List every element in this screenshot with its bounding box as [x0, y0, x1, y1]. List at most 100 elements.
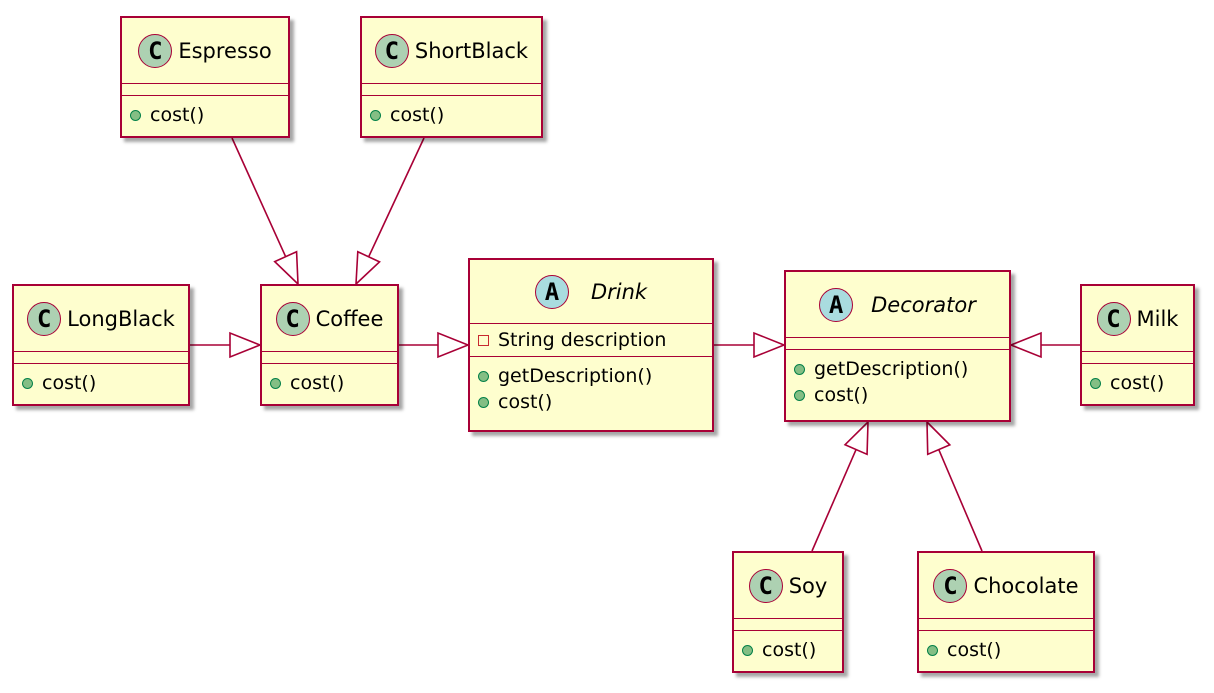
method-name: cost() — [42, 372, 97, 394]
class-name: ShortBlack — [414, 38, 529, 63]
class-methods: cost() — [362, 96, 541, 132]
method-name: cost() — [1110, 372, 1165, 394]
method-row: cost() — [794, 382, 1001, 408]
class-header: C Milk — [1082, 286, 1193, 352]
class-fields — [362, 84, 541, 96]
class-header: A Decorator — [786, 272, 1009, 338]
edge-espresso-coffee — [231, 137, 287, 257]
edge-chocolate-decorator — [938, 449, 983, 552]
class-stereotype-icon: C — [1096, 301, 1131, 336]
class-header: C Soy — [734, 553, 842, 619]
method-row: cost() — [742, 637, 834, 663]
method-name: cost() — [762, 639, 817, 661]
method-name: getDescription() — [498, 365, 653, 387]
field-name: String description — [498, 329, 667, 351]
class-header: C Coffee — [262, 286, 397, 352]
class-methods: cost() — [122, 96, 288, 132]
inheritance-arrowhead-drink-decorator — [753, 331, 787, 359]
method-name: getDescription() — [814, 358, 969, 380]
class-fields: String description — [470, 324, 712, 357]
class-name: Soy — [788, 573, 828, 598]
method-name: cost() — [498, 391, 553, 413]
class-milk[interactable]: C Milk cost() — [1080, 284, 1195, 406]
class-methods: cost() — [919, 631, 1093, 667]
class-soy[interactable]: C Soy cost() — [732, 551, 844, 673]
public-method-icon — [22, 377, 33, 389]
private-field-icon — [478, 334, 489, 346]
class-chocolate[interactable]: C Chocolate cost() — [917, 551, 1095, 673]
method-row: getDescription() — [794, 356, 1001, 382]
class-stereotype-icon: C — [275, 301, 310, 336]
class-methods: getDescription() cost() — [470, 357, 712, 419]
class-name: Espresso — [178, 38, 272, 63]
inheritance-arrowhead-espresso-coffee — [273, 250, 299, 286]
class-methods: cost() — [14, 364, 188, 400]
class-methods: cost() — [262, 364, 397, 400]
field-row: String description — [478, 327, 704, 353]
class-drink[interactable]: A Drink String description getDescriptio… — [468, 258, 714, 432]
class-fields — [122, 84, 288, 96]
method-name: cost() — [814, 384, 869, 406]
abstract-stereotype-icon: A — [534, 274, 569, 309]
public-method-icon — [927, 644, 938, 656]
method-name: cost() — [947, 639, 1002, 661]
class-shortblack[interactable]: C ShortBlack cost() — [360, 16, 543, 138]
inheritance-arrowhead-soy-decorator — [843, 420, 869, 456]
class-header: C ShortBlack — [362, 18, 541, 84]
method-row: cost() — [130, 102, 280, 128]
class-espresso[interactable]: C Espresso cost() — [120, 16, 290, 138]
class-fields — [734, 619, 842, 631]
class-header: C LongBlack — [14, 286, 188, 352]
edge-shortblack-coffee — [367, 137, 425, 258]
public-method-icon — [794, 363, 805, 375]
class-fields — [919, 619, 1093, 631]
class-name: Coffee — [315, 306, 384, 331]
public-method-icon — [742, 644, 753, 656]
method-row: cost() — [370, 102, 533, 128]
method-name: cost() — [390, 104, 445, 126]
method-row: cost() — [927, 637, 1085, 663]
class-name: Decorator — [871, 292, 976, 317]
edge-soy-decorator — [811, 449, 857, 552]
inheritance-arrowhead-shortblack-coffee — [355, 250, 381, 286]
class-stereotype-icon: C — [138, 33, 173, 68]
class-header: C Espresso — [122, 18, 288, 84]
class-header: A Drink — [470, 260, 712, 324]
class-fields — [786, 338, 1009, 350]
class-fields — [14, 352, 188, 364]
class-stereotype-icon: C — [27, 301, 62, 336]
public-method-icon — [130, 109, 141, 121]
class-name: Drink — [590, 279, 648, 304]
class-stereotype-icon: C — [374, 33, 409, 68]
abstract-stereotype-icon: A — [819, 287, 854, 322]
public-method-icon — [1090, 377, 1101, 389]
public-method-icon — [794, 389, 805, 401]
inheritance-arrowhead-chocolate-decorator — [926, 420, 952, 456]
inheritance-arrowhead-coffee-drink — [437, 331, 471, 359]
method-name: cost() — [150, 104, 205, 126]
public-method-icon — [370, 109, 381, 121]
class-decorator[interactable]: A Decorator getDescription() cost() — [784, 270, 1011, 422]
class-coffee[interactable]: C Coffee cost() — [260, 284, 399, 406]
class-name: LongBlack — [67, 306, 175, 331]
class-name: Milk — [1136, 306, 1179, 331]
method-row: cost() — [22, 370, 180, 396]
class-fields — [1082, 352, 1193, 364]
class-longblack[interactable]: C LongBlack cost() — [12, 284, 190, 406]
class-header: C Chocolate — [919, 553, 1093, 619]
method-row: cost() — [270, 370, 389, 396]
method-row: cost() — [478, 389, 704, 415]
class-name: Chocolate — [973, 573, 1079, 598]
method-row: cost() — [1090, 370, 1185, 396]
class-stereotype-icon: C — [748, 568, 783, 603]
public-method-icon — [270, 377, 281, 389]
public-method-icon — [478, 370, 489, 382]
method-name: cost() — [290, 372, 345, 394]
method-row: getDescription() — [478, 363, 704, 389]
class-methods: cost() — [1082, 364, 1193, 400]
inheritance-arrowhead-longblack-coffee — [229, 331, 263, 359]
inheritance-arrowhead-milk-decorator — [1008, 331, 1042, 359]
class-methods: getDescription() cost() — [786, 350, 1009, 412]
class-fields — [262, 352, 397, 364]
